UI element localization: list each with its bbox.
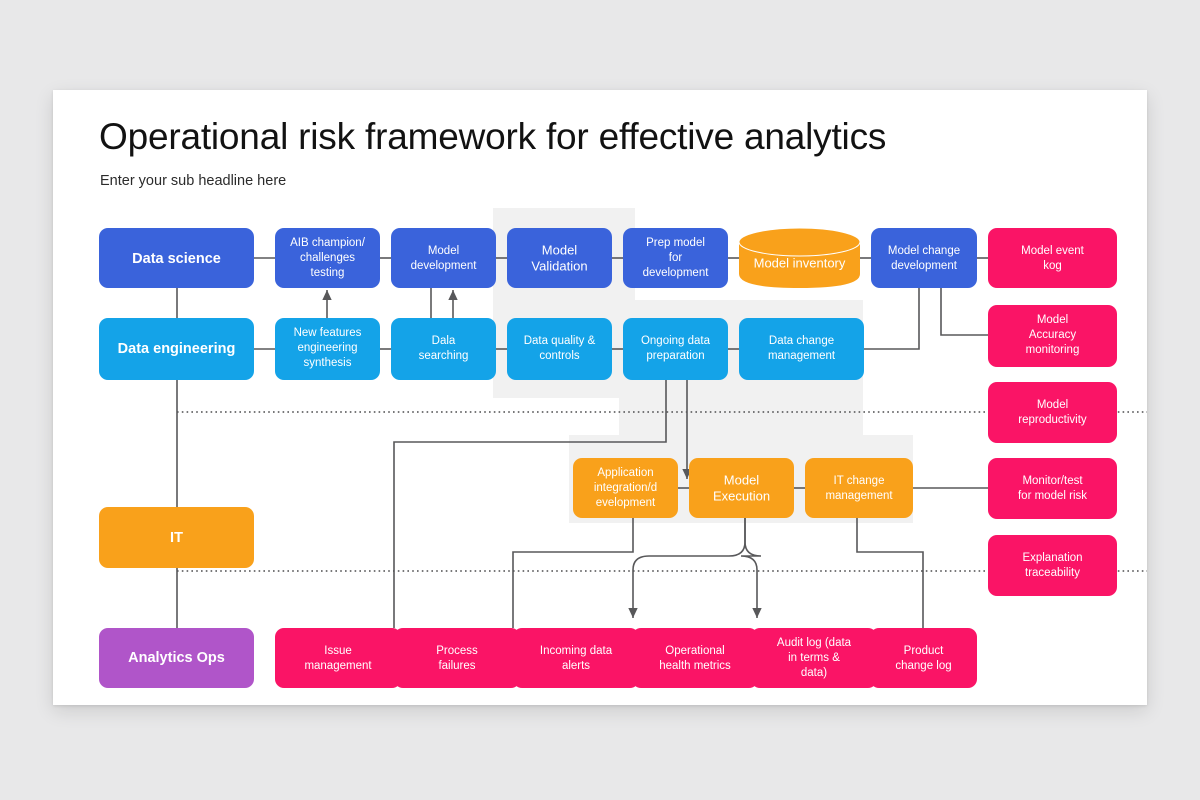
node-label-line3: synthesis <box>304 357 352 369</box>
node-label-line2: challenges <box>300 252 355 264</box>
lane-it[interactable]: IT <box>99 507 254 568</box>
node-process-failures[interactable]: Process failures <box>394 628 520 688</box>
node-model-validation[interactable]: Model Validation <box>507 228 612 288</box>
node-label-line1: Model <box>542 242 578 257</box>
node-data-change-management[interactable]: Data change management <box>739 318 864 380</box>
node-label-line1: Audit log (data <box>777 637 852 649</box>
node-label-line1: Ongoing data <box>641 335 711 347</box>
node-label-line1: AIB champion/ <box>290 237 366 249</box>
node-application-integration-development[interactable]: Application integration/d evelopment <box>573 458 678 518</box>
node-operational-health-metrics[interactable]: Operational health metrics <box>632 628 758 688</box>
node-label-line2: searching <box>419 350 469 362</box>
node-label-line1: IT change <box>834 475 885 487</box>
node-label-line1: Dala <box>432 335 456 347</box>
node-dala-searching[interactable]: Dala searching <box>391 318 496 380</box>
node-label-line2: for <box>669 252 683 264</box>
node-label-line1: Model <box>724 472 760 487</box>
node-label-line1: Operational <box>665 645 724 657</box>
node-label-line1: Product <box>904 645 944 657</box>
node-ongoing-data-preparation[interactable]: Ongoing data preparation <box>623 318 728 380</box>
node-label-line2: Execution <box>713 488 770 503</box>
node-label-line2: preparation <box>646 350 704 362</box>
node-model-change-development[interactable]: Model change development <box>871 228 977 288</box>
node-label-line1: Model event <box>1021 245 1084 257</box>
node-label-line2: Validation <box>531 258 587 273</box>
node-label-line2: failures <box>438 660 475 672</box>
node-model-reproductivity[interactable]: Model reproductivity <box>988 382 1117 443</box>
node-label-line2: engineering <box>297 342 357 354</box>
framework-diagram: Data science Data engineering IT Analyti… <box>99 208 1147 688</box>
node-label-line1: Data change <box>769 335 834 347</box>
lane-label: Data engineering <box>118 341 236 357</box>
node-label-line2: management <box>825 490 893 502</box>
node-it-change-management[interactable]: IT change management <box>805 458 913 518</box>
node-label-line1: Issue <box>324 645 352 657</box>
node-explanation-traceability[interactable]: Explanation traceability <box>988 535 1117 596</box>
node-label-line3: development <box>643 267 710 279</box>
node-label-line3: monitoring <box>1026 344 1080 356</box>
node-label-line2: kog <box>1043 260 1062 272</box>
node-label-line2: development <box>411 260 478 272</box>
node-model-event-kog[interactable]: Model event kog <box>988 228 1117 288</box>
node-label-line2: integration/d <box>594 482 657 494</box>
node-label-line3: evelopment <box>596 497 656 509</box>
node-label-line1: Model <box>1037 399 1068 411</box>
node-issue-management[interactable]: Issue management <box>275 628 401 688</box>
node-label-line1: Explanation <box>1022 552 1082 564</box>
node-new-features-engineering-synthesis[interactable]: New features engineering synthesis <box>275 318 380 380</box>
node-label-line2: for model risk <box>1018 490 1087 502</box>
node-label-line2: Accuracy <box>1029 329 1077 341</box>
node-label-line1: Monitor/test <box>1022 475 1083 487</box>
node-label-line3: data) <box>801 667 827 679</box>
node-label-line1: Process <box>436 645 478 657</box>
node-label-line1: Prep model <box>646 237 705 249</box>
node-model-execution[interactable]: Model Execution <box>689 458 794 518</box>
node-label-line1: Model <box>428 245 459 257</box>
node-label-line2: management <box>768 350 836 362</box>
node-label-line2: controls <box>539 350 580 362</box>
node-label-line2: development <box>891 260 958 272</box>
node-label-line2: change log <box>895 660 951 672</box>
node-label-line1: Data quality & <box>524 335 596 347</box>
page-title: Operational risk framework for effective… <box>99 116 887 157</box>
node-label-line2: management <box>304 660 372 672</box>
node-audit-log[interactable]: Audit log (data in terms & data) <box>751 628 877 688</box>
node-model-inventory[interactable]: Model inventory <box>738 227 861 288</box>
node-label-line1: Model change <box>888 245 960 257</box>
lane-analytics-ops[interactable]: Analytics Ops <box>99 628 254 688</box>
node-label-line2: alerts <box>562 660 590 672</box>
node-label-line1: Incoming data <box>540 645 613 657</box>
node-label-line2: health metrics <box>659 660 731 672</box>
node-label-line1: Application <box>597 467 653 479</box>
node-prep-model-for-development[interactable]: Prep model for development <box>623 228 728 288</box>
lane-label: IT <box>170 530 183 546</box>
node-aib-champion-challenges-testing[interactable]: AIB champion/ challenges testing <box>275 228 380 288</box>
node-label-line3: testing <box>311 267 345 279</box>
node-monitor-test-for-model-risk[interactable]: Monitor/test for model risk <box>988 458 1117 519</box>
page-subtitle: Enter your sub headline here <box>100 173 287 189</box>
slide-canvas: Operational risk framework for effective… <box>53 90 1147 705</box>
node-incoming-data-alerts[interactable]: Incoming data alerts <box>513 628 639 688</box>
lane-label: Data science <box>132 251 221 267</box>
lane-data-science[interactable]: Data science <box>99 228 254 288</box>
node-label-line1: Model <box>1037 314 1068 326</box>
node-data-quality-controls[interactable]: Data quality & controls <box>507 318 612 380</box>
node-label-line2: reproductivity <box>1018 414 1087 426</box>
node-model-development[interactable]: Model development <box>391 228 496 288</box>
node-label: Model inventory <box>754 255 846 270</box>
node-label-line2: in terms & <box>788 652 840 664</box>
lane-label: Analytics Ops <box>128 650 225 666</box>
node-label-line1: New features <box>294 327 362 339</box>
lane-data-engineering[interactable]: Data engineering <box>99 318 254 380</box>
node-product-change-log[interactable]: Product change log <box>870 628 977 688</box>
node-model-accuracy-monitoring[interactable]: Model Accuracy monitoring <box>988 305 1117 367</box>
node-label-line2: traceability <box>1025 567 1080 579</box>
